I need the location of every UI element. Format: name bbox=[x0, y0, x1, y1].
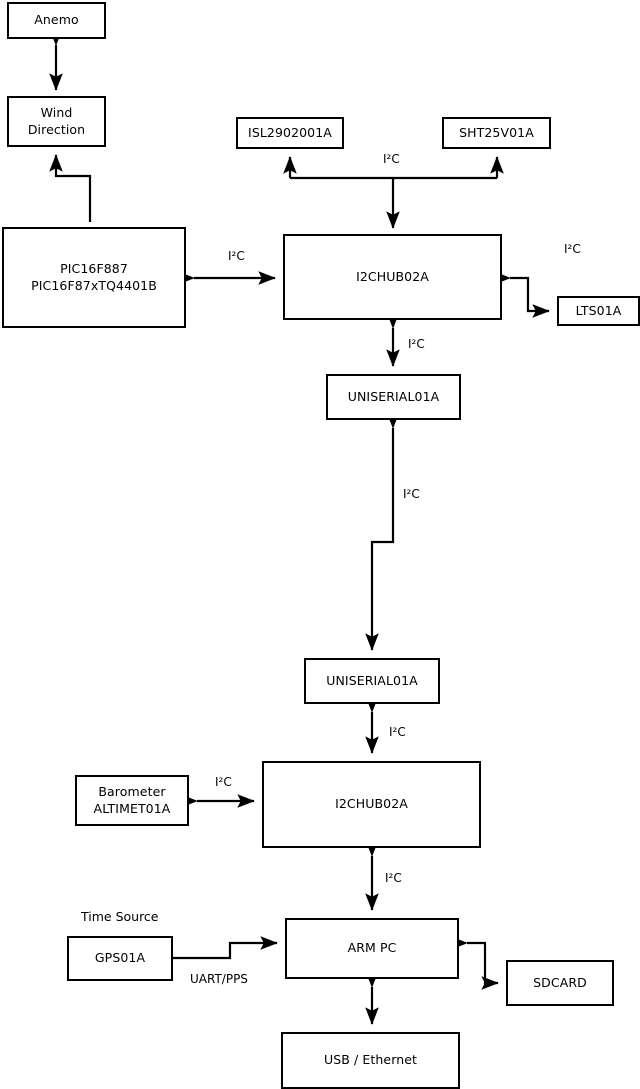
connector-pic-wind bbox=[49, 154, 92, 222]
connector-uniserial-link bbox=[365, 411, 400, 651]
connector-hubtop-lts bbox=[493, 271, 550, 318]
node-arm-pc[interactable]: ARM PC bbox=[285, 918, 459, 979]
node-isl2902001a[interactable]: ISL2902001A bbox=[236, 117, 344, 149]
edge-label-i2c-hub-uniserial: I²C bbox=[408, 337, 425, 351]
node-anemo[interactable]: Anemo bbox=[7, 2, 106, 39]
edge-label-uart-pps: UART/PPS bbox=[190, 972, 248, 986]
node-wind-direction[interactable]: Wind Direction bbox=[7, 96, 106, 147]
node-lts01a[interactable]: LTS01A bbox=[557, 296, 640, 326]
node-pic-mcu[interactable]: PIC16F887 PIC16F87xTQ4401B bbox=[2, 227, 186, 328]
node-usb-ethernet[interactable]: USB / Ethernet bbox=[281, 1032, 460, 1089]
node-barometer[interactable]: Barometer ALTIMET01A bbox=[75, 775, 189, 826]
node-i2chub02a-top[interactable]: I2CHUB02A bbox=[283, 234, 502, 320]
node-sdcard[interactable]: SDCARD bbox=[506, 960, 614, 1006]
node-gps01a[interactable]: GPS01A bbox=[67, 936, 173, 981]
edge-label-i2c-uniserial-hub: I²C bbox=[389, 725, 406, 739]
connector-armpc-sdcard bbox=[450, 936, 499, 990]
node-uniserial01a-top[interactable]: UNISERIAL01A bbox=[326, 374, 461, 420]
label-time-source: Time Source bbox=[81, 909, 159, 924]
node-i2chub02a-bottom[interactable]: I2CHUB02A bbox=[262, 761, 481, 848]
node-uniserial01a-bottom[interactable]: UNISERIAL01A bbox=[304, 658, 440, 704]
edge-label-i2c-pic-hub: I²C bbox=[228, 249, 245, 263]
edge-label-i2c-hub-armpc: I²C bbox=[385, 871, 402, 885]
edge-label-i2c-uniserial-link: I²C bbox=[403, 487, 420, 501]
node-sht25v01a[interactable]: SHT25V01A bbox=[442, 117, 551, 149]
edge-label-i2c-hub-lts: I²C bbox=[564, 242, 581, 256]
edge-label-i2c-sensors-hub: I²C bbox=[383, 152, 400, 166]
edge-label-i2c-baro-hub: I²C bbox=[215, 775, 232, 789]
connector-gps-armpc bbox=[173, 936, 278, 960]
